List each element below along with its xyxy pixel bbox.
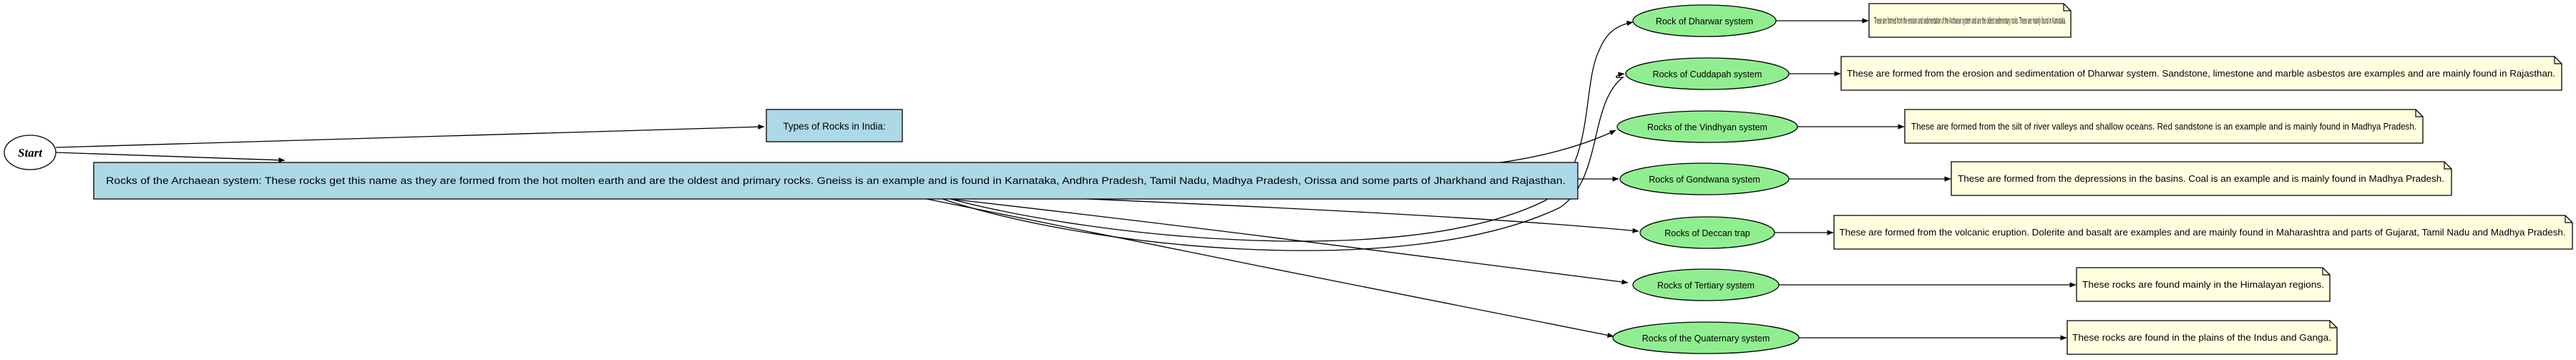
edge-archaean-to-dharwar [930,20,1634,242]
edge-archaean-to-cuddapah [930,72,1625,251]
archaean-system-box[interactable]: Rocks of the Archaean system: These rock… [93,162,1579,200]
note-quaternary: These rocks are found in the plains of t… [2067,320,2338,355]
system-gondwana[interactable]: Rocks of Gondwana system [1619,162,1790,195]
edge-start-to-archaean [55,152,286,163]
edge-start-to-title [55,124,765,148]
system-cuddapah[interactable]: Rocks of Cuddapah system [1625,57,1790,90]
note-tertiary-text: These rocks are found mainly in the Hima… [2082,280,2324,290]
note-cuddapah: These are formed from the erosion and se… [1840,56,2562,91]
system-tertiary-label: Rocks of Tertiary system [1657,281,1755,291]
edge-archaean-to-tertiary [937,197,1629,285]
system-quaternary-label: Rocks of the Quaternary system [1642,334,1770,344]
note-deccan-text: These are formed from the volcanic erupt… [1840,228,2566,238]
note-vindhyan-text: These are formed from the silt of river … [1911,122,2416,132]
note-quaternary-text: These rocks are found in the plains of t… [2072,333,2331,343]
system-deccan[interactable]: Rocks of Deccan trap [1639,216,1775,249]
types-of-rocks-label: Types of Rocks in India: [783,121,885,132]
note-dharwar-text: These are formed from the erosion and se… [1874,16,2066,26]
system-quaternary[interactable]: Rocks of the Quaternary system [1612,321,1800,354]
system-gondwana-label: Rocks of Gondwana system [1649,175,1760,185]
note-deccan: These are formed from the volcanic erupt… [1833,215,2573,250]
system-cuddapah-label: Rocks of Cuddapah system [1653,69,1762,79]
system-dharwar-label: Rock of Dharwar system [1656,16,1753,26]
note-dharwar: These are formed from the erosion and se… [1868,3,2072,38]
system-vindhyan-label: Rocks of the Vindhyan system [1647,122,1767,132]
note-gondwana: These are formed from the depressions in… [1951,161,2452,196]
start-node[interactable]: Start [4,135,57,170]
note-vindhyan: These are formed from the silt of river … [1904,109,2424,144]
system-tertiary[interactable]: Rocks of Tertiary system [1632,268,1780,301]
note-tertiary: These rocks are found mainly in the Hima… [2076,267,2331,302]
system-dharwar[interactable]: Rock of Dharwar system [1632,4,1777,37]
system-deccan-label: Rocks of Deccan trap [1664,228,1750,238]
edge-archaean-to-quaternary [922,198,1614,338]
archaean-system-label: Rocks of the Archaean system: These rock… [106,175,1566,186]
start-label: Start [18,146,43,160]
edge-archaean-to-vindhyan [1495,130,1616,164]
system-vindhyan[interactable]: Rocks of the Vindhyan system [1616,110,1798,143]
note-cuddapah-text: These are formed from the erosion and se… [1847,69,2555,79]
edge-archaean-to-deccan [1037,196,1639,233]
types-of-rocks-box[interactable]: Types of Rocks in India: [766,109,903,142]
note-gondwana-text: These are formed from the depressions in… [1958,174,2444,184]
